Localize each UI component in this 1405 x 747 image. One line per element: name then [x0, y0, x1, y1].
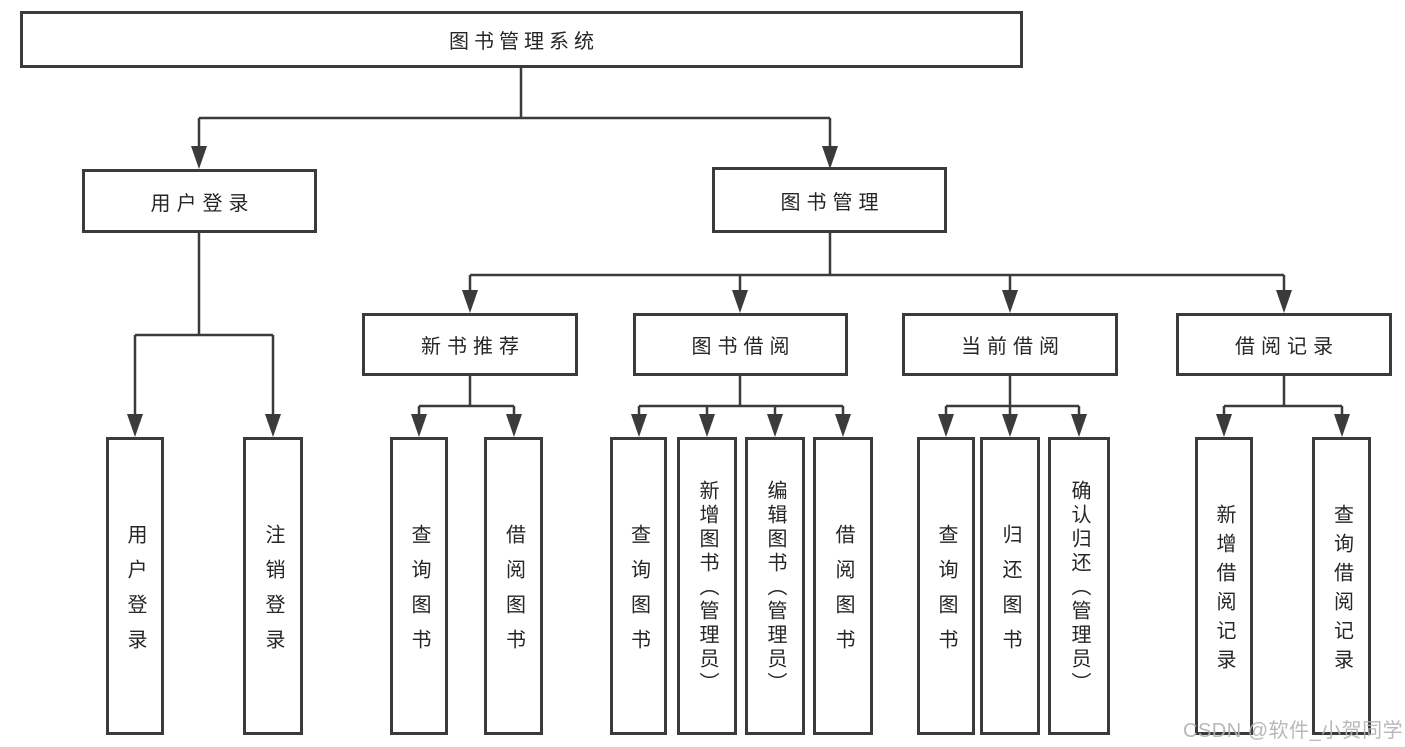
leaf-label: 查询图书: [935, 523, 957, 664]
node-current-borrowing: 当前借阅: [902, 313, 1118, 376]
leaf-label: 新增借阅记录: [1213, 503, 1235, 678]
node-new-book-recommendation: 新书推荐: [362, 313, 578, 376]
csdn-watermark: CSDN @软件_小贺同学: [1183, 720, 1404, 742]
leaf-add-books-admin: 新增图书（管理员）: [677, 437, 737, 735]
leaf-label: 归还图书: [999, 523, 1021, 664]
node-label: 当前借阅: [961, 336, 1065, 358]
leaf-label: 注销登录: [262, 523, 284, 664]
leaf-label: 查询图书: [627, 523, 650, 664]
node-book-borrowing: 图书借阅: [633, 313, 848, 376]
leaf-label: 确认归还（管理员）: [1068, 480, 1090, 696]
leaf-query-books-borrow: 查询图书: [610, 437, 667, 735]
leaf-borrow-books: 借阅图书: [813, 437, 873, 735]
leaf-label: 借阅图书: [502, 523, 525, 664]
leaf-add-borrow-record: 新增借阅记录: [1195, 437, 1253, 735]
leaf-confirm-return-admin: 确认归还（管理员）: [1048, 437, 1110, 735]
leaf-user-login: 用户登录: [106, 437, 164, 735]
leaf-label: 借阅图书: [832, 523, 854, 664]
leaf-query-books-recommend: 查询图书: [390, 437, 448, 735]
node-book-management: 图书管理: [712, 167, 947, 233]
leaf-label: 查询图书: [408, 523, 430, 664]
node-label: 新书推荐: [421, 336, 525, 358]
leaf-label: 新增图书（管理员）: [696, 480, 718, 696]
node-label: 用户登录: [150, 192, 255, 215]
leaf-label: 查询借阅记录: [1330, 503, 1353, 678]
node-label: 图书管理系统: [449, 31, 599, 53]
leaf-query-books-current: 查询图书: [917, 437, 975, 735]
leaf-edit-books-admin: 编辑图书（管理员）: [745, 437, 805, 735]
leaf-borrow-books-recommend: 借阅图书: [484, 437, 543, 735]
leaf-label: 用户登录: [124, 523, 146, 664]
leaf-label: 编辑图书（管理员）: [764, 480, 786, 696]
node-label: 图书管理: [780, 191, 885, 214]
node-label: 借阅记录: [1235, 336, 1339, 358]
node-library-management-system: 图书管理系统: [20, 11, 1023, 68]
leaf-return-books: 归还图书: [980, 437, 1040, 735]
leaf-logout: 注销登录: [243, 437, 303, 735]
arrowhead-icons: [127, 146, 1350, 437]
node-borrowing-records: 借阅记录: [1176, 313, 1392, 376]
node-label: 图书借阅: [691, 336, 796, 358]
leaf-query-borrow-record: 查询借阅记录: [1312, 437, 1371, 735]
node-user-login: 用户登录: [82, 169, 317, 233]
